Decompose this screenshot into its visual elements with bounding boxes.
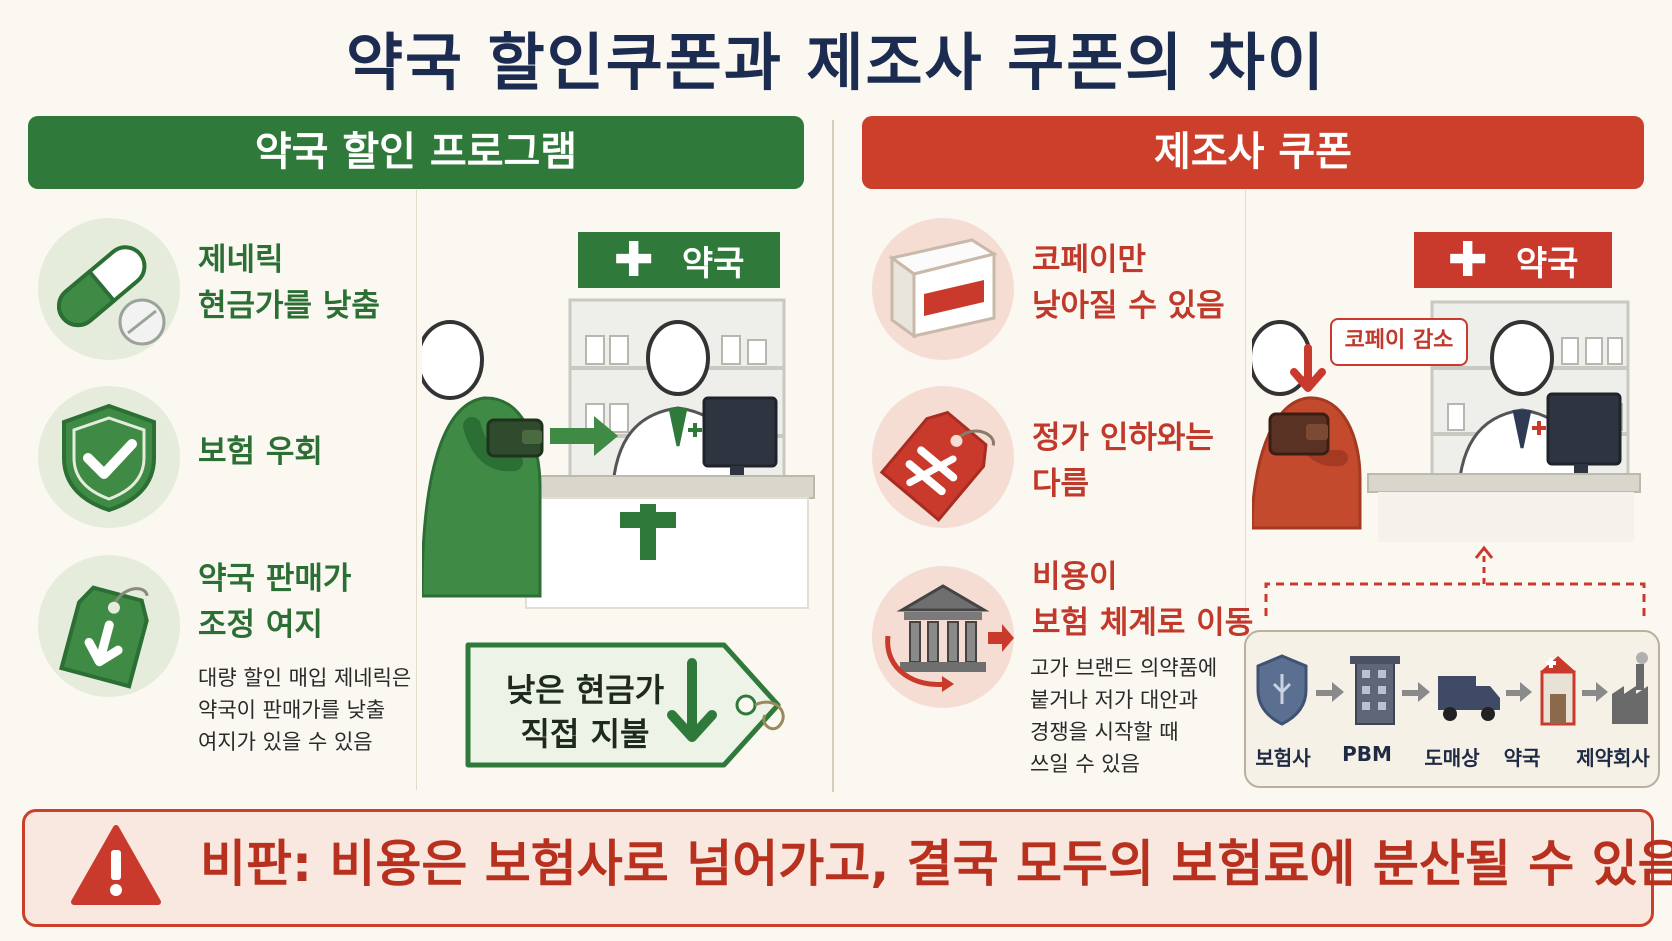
right-note: 고가 브랜드 의약품에 붙거나 저가 대안과 경쟁을 시작할 때 쓰일 수 있음 <box>1030 656 1218 776</box>
price-tag-down-icon <box>38 555 180 697</box>
chain-label-pharmacy: 약국 <box>1503 746 1541 770</box>
chain-label-insurer: 보험사 <box>1255 746 1311 770</box>
supply-chain-icons <box>1256 652 1648 726</box>
shield-check-icon <box>38 386 180 528</box>
pill-icon <box>38 218 180 360</box>
page-title: 약국 할인쿠폰과 제조사 쿠폰의 차이 <box>346 26 1326 99</box>
coupon-box-icon <box>872 218 1014 360</box>
pharmacy-discount-header: 약국 할인 프로그램 <box>28 116 804 189</box>
wholesaler-truck-icon <box>1438 676 1500 721</box>
cross-icon: ✚ <box>613 232 654 288</box>
pharmacy-scene-right <box>1252 300 1641 542</box>
feature-cost-shift: 비용이 보험 체계로 이동 <box>1032 559 1254 641</box>
pharmacy-sign-left: ✚ 약국 <box>578 232 780 288</box>
chain-label-pbm: PBM <box>1342 742 1392 766</box>
criticism-text: 비판: 비용은 보험사로 넘어가고, 결국 모두의 보험료에 분산될 수 있음 <box>200 835 1672 893</box>
feature-price-adjust: 약국 판매가 조정 여지 <box>198 561 352 643</box>
center-divider <box>832 120 834 792</box>
insurer-shield-icon <box>1256 654 1308 726</box>
down-arrow-icon <box>667 658 717 742</box>
low-cash-price-tag <box>465 642 785 768</box>
criticism-banner <box>22 809 1654 927</box>
factory-icon <box>1612 652 1648 724</box>
low-cash-price-text: 낮은 현금가 직접 지불 <box>505 671 665 753</box>
bank-building-icon <box>872 566 1014 708</box>
feature-not-list-price-cut: 정가 인하와는 다름 <box>1032 420 1214 502</box>
feature-generic-cash-price: 제네릭 현금가를 낮춤 <box>198 242 380 324</box>
chain-label-manufacturer: 제약회사 <box>1576 746 1650 770</box>
warning-icon <box>71 825 161 905</box>
left-note: 대량 할인 매입 제네릭은 약국이 판매가를 낮출 여지가 있을 수 있음 <box>198 666 412 754</box>
pbm-building-icon <box>1350 656 1400 725</box>
pharmacy-scene-left <box>422 298 815 609</box>
cross-icon: ✚ <box>1447 232 1488 288</box>
manufacturer-coupon-header: 제조사 쿠폰 <box>862 116 1644 189</box>
pharmacy-store-icon <box>1540 656 1576 726</box>
copay-reduced-badge: 코페이 감소 <box>1330 318 1468 366</box>
left-inner-divider <box>416 190 417 790</box>
feature-bypass-insurance: 보험 우회 <box>198 434 323 470</box>
not-equal-tag-icon <box>872 386 1014 528</box>
right-inner-divider <box>1245 190 1246 630</box>
chain-label-wholesaler: 도매상 <box>1424 746 1480 770</box>
dashed-connector <box>1264 545 1646 616</box>
feature-copay-only: 코페이만 낮아질 수 있음 <box>1032 242 1225 324</box>
pharmacy-sign-right: ✚ 약국 <box>1414 232 1612 288</box>
